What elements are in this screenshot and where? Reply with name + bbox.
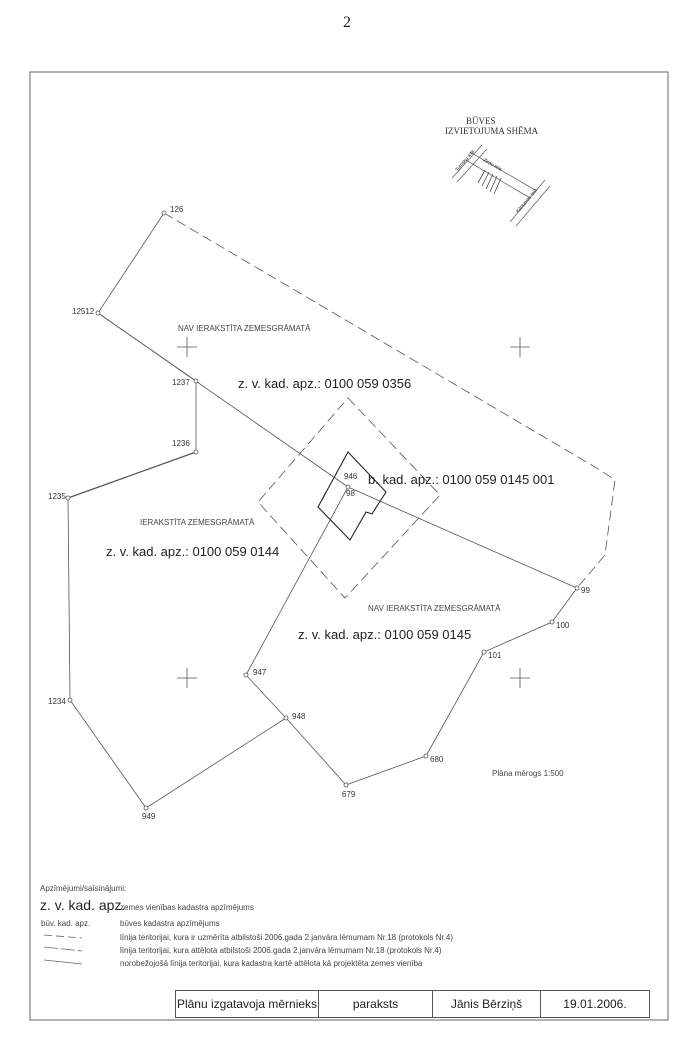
- point-label: 101: [488, 651, 502, 660]
- point-label: 1234: [48, 697, 66, 706]
- point-label: 126: [170, 205, 184, 214]
- area-status: IERAKSTĪTA ZEMESGRĀMATĀ: [140, 518, 255, 527]
- point-label: 1235: [48, 492, 66, 501]
- page-frame: [29, 71, 669, 1021]
- legend-abbr: būv. kad. apz.: [41, 919, 91, 928]
- building-zone: [257, 397, 441, 599]
- schema-title-2: IZVIETOJUMA SHĒMA: [445, 126, 539, 136]
- point-label: 947: [253, 668, 267, 677]
- legend-line-samples: [43, 934, 83, 965]
- point-label: 949: [142, 812, 156, 821]
- point-label: 99: [581, 586, 590, 595]
- legend-desc: zemes vienības kadastra apzīmējums: [120, 903, 254, 912]
- point-label: 100: [556, 621, 570, 630]
- boundary-south: [67, 486, 349, 809]
- location-schema: [451, 144, 551, 227]
- schema-title-1: BŪVES: [466, 116, 496, 126]
- point-label: 679: [342, 790, 356, 799]
- point-label: 948: [292, 712, 306, 721]
- point-label: 12512: [72, 307, 95, 316]
- legend-desc: norobežojošā līnija teritorijai, kura ka…: [120, 959, 423, 968]
- page-number: 2: [343, 14, 351, 31]
- point-label: 946: [344, 472, 358, 481]
- area-code: z. v. kad. apz.: 0100 059 0144: [106, 544, 280, 559]
- survey-points: [65, 210, 580, 811]
- footer-prepared-by: Plānu izgatavoja mērnieks: [175, 990, 319, 1018]
- boundary-southeast: [285, 587, 578, 786]
- scale-label: Plāna mērogs 1:500: [492, 769, 564, 778]
- legend-abbr: z. v. kad. apz.: [40, 897, 126, 913]
- footer-name: Jānis Bērziņš: [432, 990, 541, 1018]
- cross-marks: [177, 337, 530, 688]
- area-status: NAV IERAKSTĪTA ZEMESGRĀMATĀ: [368, 604, 501, 613]
- area-status: NAV IERAKSTĪTA ZEMESGRĀMATĀ: [178, 324, 311, 333]
- legend-title: Apzīmējumi/saīsinājumi:: [40, 884, 127, 893]
- legend-desc: būves kadastra apzīmējums: [120, 919, 220, 928]
- footer-signature: paraksts: [318, 990, 433, 1018]
- legend-desc: līnija teritorijai, kura attēlota atbils…: [120, 946, 442, 955]
- area-code: z. v. kad. apz.: 0100 059 0356: [238, 376, 412, 391]
- point-label: 98: [346, 489, 355, 498]
- area-code: z. v. kad. apz.: 0100 059 0145: [298, 627, 472, 642]
- building-code: b. kad. apz.: 0100 059 0145 001: [368, 472, 555, 487]
- boundary-solid-thick: [67, 451, 197, 499]
- building-outline: [317, 451, 387, 541]
- boundary-dashed: [163, 212, 616, 589]
- footer-date: 19.01.2006.: [540, 990, 650, 1018]
- point-label: 1236: [172, 439, 190, 448]
- point-label: 1237: [172, 378, 190, 387]
- point-label: 680: [430, 755, 444, 764]
- legend-desc: līnija teritorijai, kura ir uzmērīta atb…: [120, 933, 454, 942]
